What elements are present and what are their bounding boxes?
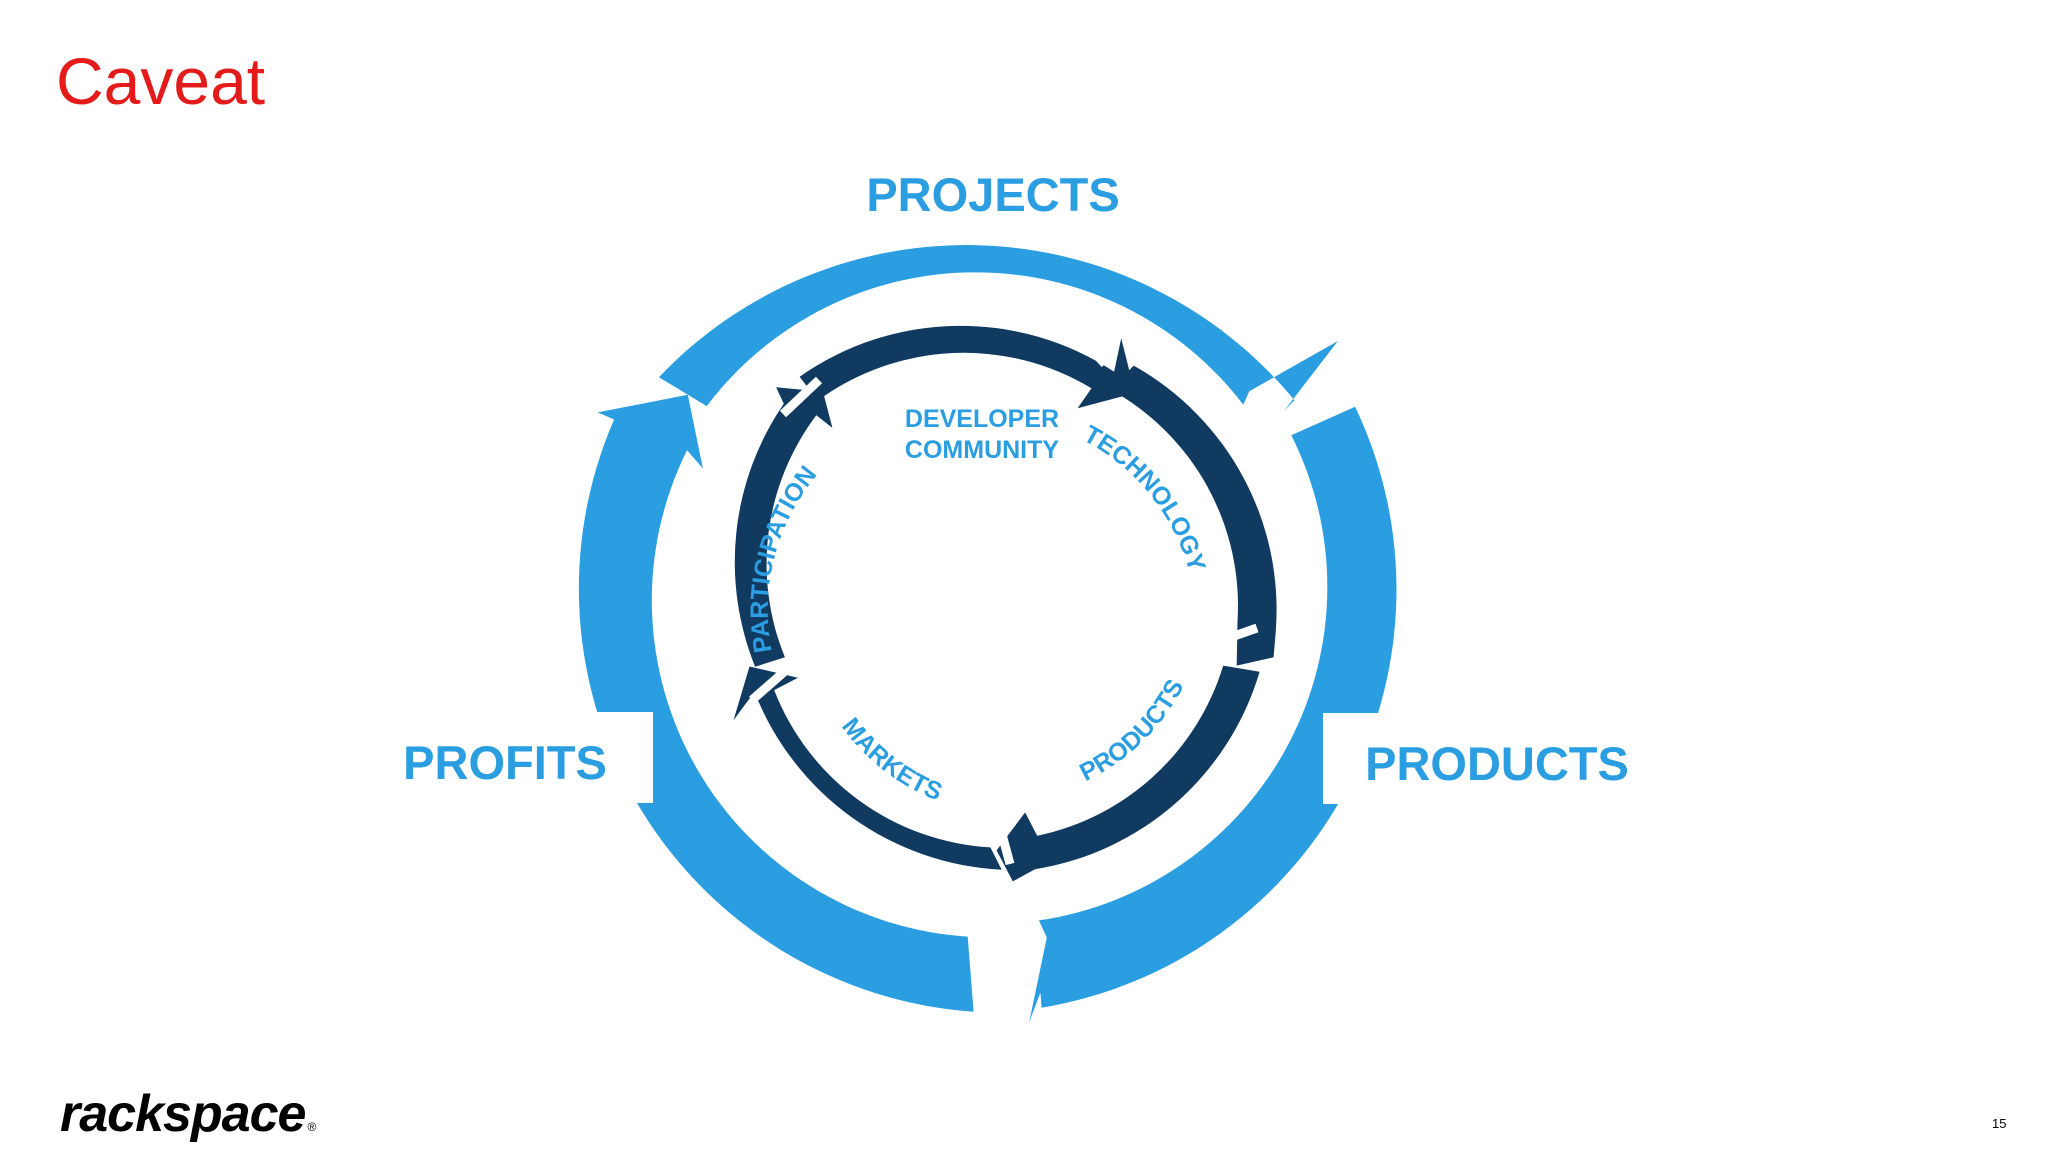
products-label-box bbox=[1323, 713, 1645, 804]
label-profits: PROFITS bbox=[403, 736, 607, 789]
projects-label-box bbox=[838, 150, 1148, 234]
inner-arrow-bottom-left bbox=[733, 666, 1002, 870]
rackspace-logo: rackspace® bbox=[60, 1085, 316, 1143]
label-projects: PROJECTS bbox=[866, 168, 1119, 221]
inner-arrow-top bbox=[799, 325, 1135, 409]
profits-label-box bbox=[378, 712, 653, 803]
page-number: 15 bbox=[1992, 1116, 2007, 1131]
slide-title: Caveat bbox=[56, 44, 266, 118]
inner-arrow-right bbox=[1110, 365, 1277, 666]
label-products-outer: PRODUCTS bbox=[1365, 737, 1629, 790]
svg-text:MARKETS: MARKETS bbox=[836, 713, 946, 807]
ring-gaps bbox=[749, 334, 1259, 866]
label-developer: DEVELOPER bbox=[905, 405, 1059, 433]
outer-arrow-projects-to-products bbox=[658, 245, 1338, 412]
label-community: COMMUNITY bbox=[905, 436, 1059, 464]
inner-arrow-bottom bbox=[996, 665, 1260, 882]
outer-arrow-profits-to-projects bbox=[578, 394, 974, 1012]
inner-arrow-left bbox=[734, 387, 833, 667]
label-markets: MARKETS bbox=[836, 713, 946, 807]
registered-mark: ® bbox=[307, 1120, 316, 1134]
